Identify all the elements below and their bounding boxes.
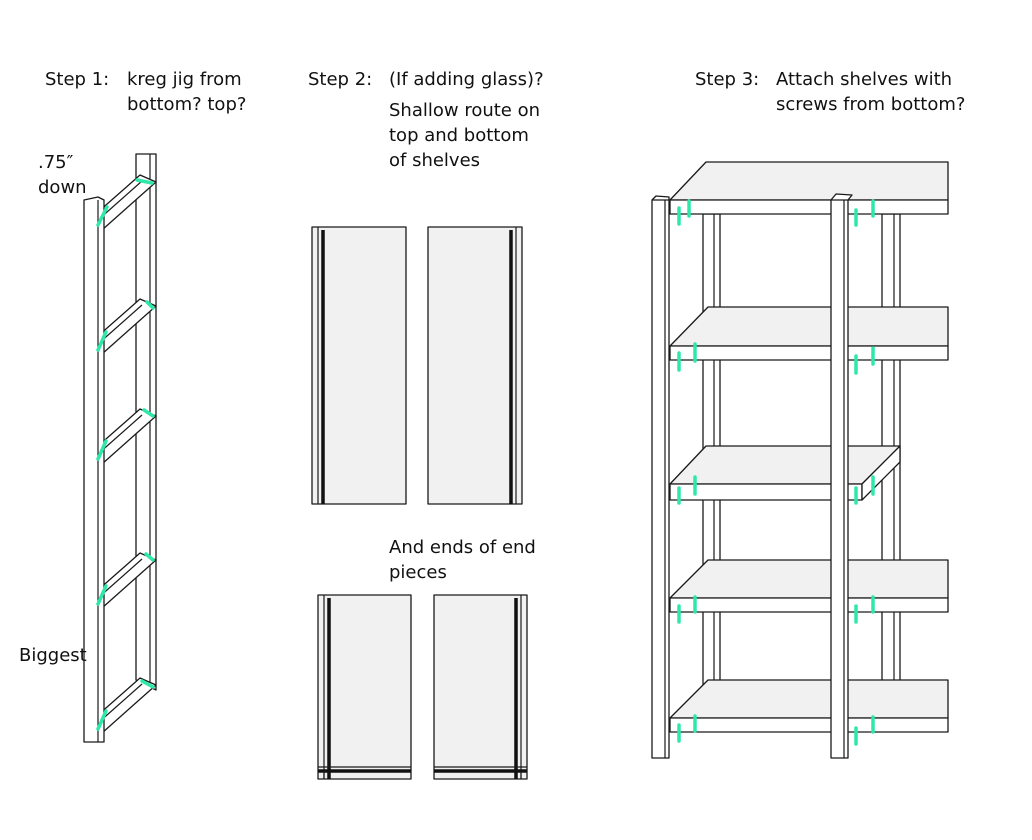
shelf-panel-top-right [427,226,523,505]
shelf-screw-marks [677,199,875,746]
step2-route-note: Shallow route on top and bottom of shelv… [389,100,541,171]
step2-title: Step 2: [308,69,373,90]
shelf-level [669,306,949,361]
shelf-level [652,445,901,501]
step1-offset-note: .75″ down [38,152,87,198]
step3-note: Attach shelves with screws from bottom? [776,69,966,115]
shelf-level [669,679,949,733]
step1-note: kreg jig from bottom? top? [127,69,247,115]
step2-note: (If adding glass)? [389,69,544,90]
end-panel-right [433,594,528,780]
shelf-level [669,161,949,215]
step2-ends-note: And ends of end pieces [389,537,536,583]
end-panel-left [317,594,412,780]
pocket-screw-marks [96,178,155,731]
step1-title: Step 1: [45,69,110,90]
ladder-rung [97,677,157,734]
ladder-frame [83,153,157,743]
step1-bottom-note: Biggest [19,645,87,666]
step3-title: Step 3: [695,69,760,90]
shelf-panel-top-left [311,226,407,505]
assembled-shelf-unit [651,161,949,759]
shelf-level [669,559,949,613]
